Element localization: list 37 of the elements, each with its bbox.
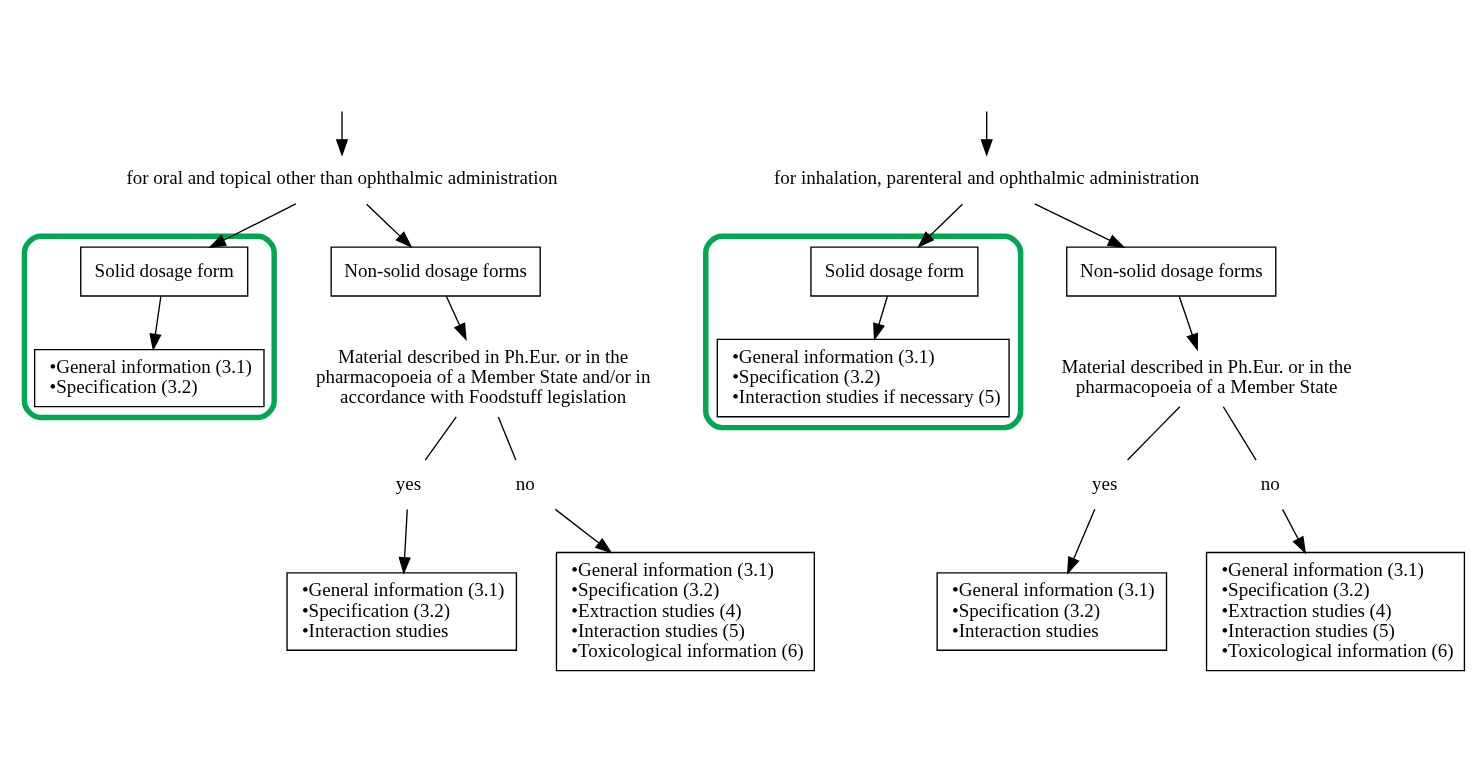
node-box: •General information (3.1) •Specification (3.2) [33,348,265,407]
node-box: Non-solid dosage forms [330,245,541,297]
connector [497,415,517,461]
node-text: for oral and topical other than ophthalmic administration [126,166,558,188]
arrow [208,202,297,248]
node-text: Material described in Ph.Eur. or in the pharmacopoeia of a Member State [1061,355,1352,397]
connector [424,415,457,461]
arrow [1034,202,1126,248]
node-text: Material described in Ph.Eur. or in the pharmacopoeia of a Member State and/or in accordance with Foodstuff legislation [315,345,651,407]
arrow [917,203,964,248]
node-text: yes [1092,472,1118,494]
node-text: no [515,472,535,494]
node-box: •General information (3.1) •Specification (3.2) •Interaction studies [936,571,1168,651]
node-text: no [1260,472,1280,494]
arrow [149,295,162,351]
arrow [554,508,613,554]
arrow [365,203,413,248]
node-box: Solid dosage form [810,245,979,297]
node-text: yes [395,472,422,494]
node-box: •General information (3.1) •Specification (3.2) •Extraction studies (4) •Interaction studies (5) •Toxicological information (6) [555,551,815,671]
node-box: Non-solid dosage forms [1066,245,1277,297]
arrow [873,295,888,341]
arrow [980,110,993,157]
cluster [703,233,1024,430]
arrow [335,110,349,157]
arrow [398,508,411,575]
arrow [1066,508,1096,575]
connector [1222,405,1257,461]
arrow [1281,508,1307,554]
node-box: Solid dosage form [80,245,249,297]
arrow [445,295,467,341]
node-box: •General information (3.1) •Specification (3.2) •Extraction studies (4) •Interaction studies (5) •Toxicological information (6) [1205,551,1466,671]
connector [1126,405,1181,461]
node-text: for inhalation, parenteral and ophthalmic administration [774,166,1200,188]
arrow [1178,295,1199,351]
node-box: •General information (3.1) •Specification (3.2) •Interaction studies [286,571,518,651]
node-box: •General information (3.1) •Specification (3.2) •Interaction studies if necessary (5) [716,338,1010,417]
